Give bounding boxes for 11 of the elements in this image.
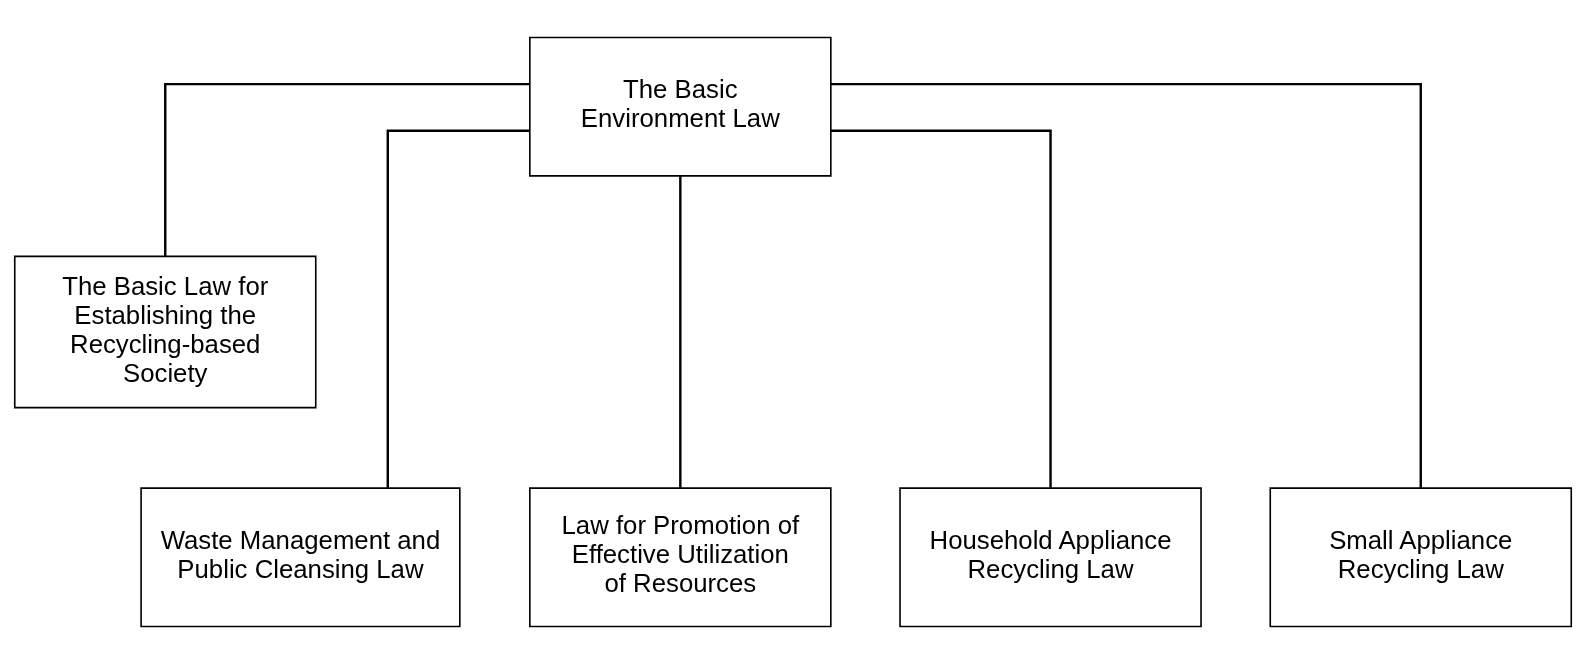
connector: [386, 129, 530, 488]
node-box: The Basic Law for Establishing the Recycling-based Society: [13, 255, 317, 409]
node-box: Small Appliance Recycling Law: [1269, 487, 1573, 628]
node-box: The Basic Environment Law: [529, 36, 832, 177]
node-box: Household Appliance Recycling Law: [899, 487, 1202, 628]
node-box: Law for Promotion of Effective Utilization of Resources: [529, 487, 832, 628]
connector: [830, 129, 1052, 488]
connector: [164, 82, 530, 257]
connector: [831, 82, 1422, 489]
node-box: Waste Management and Public Cleansing Law: [140, 487, 461, 628]
connector: [679, 176, 682, 488]
